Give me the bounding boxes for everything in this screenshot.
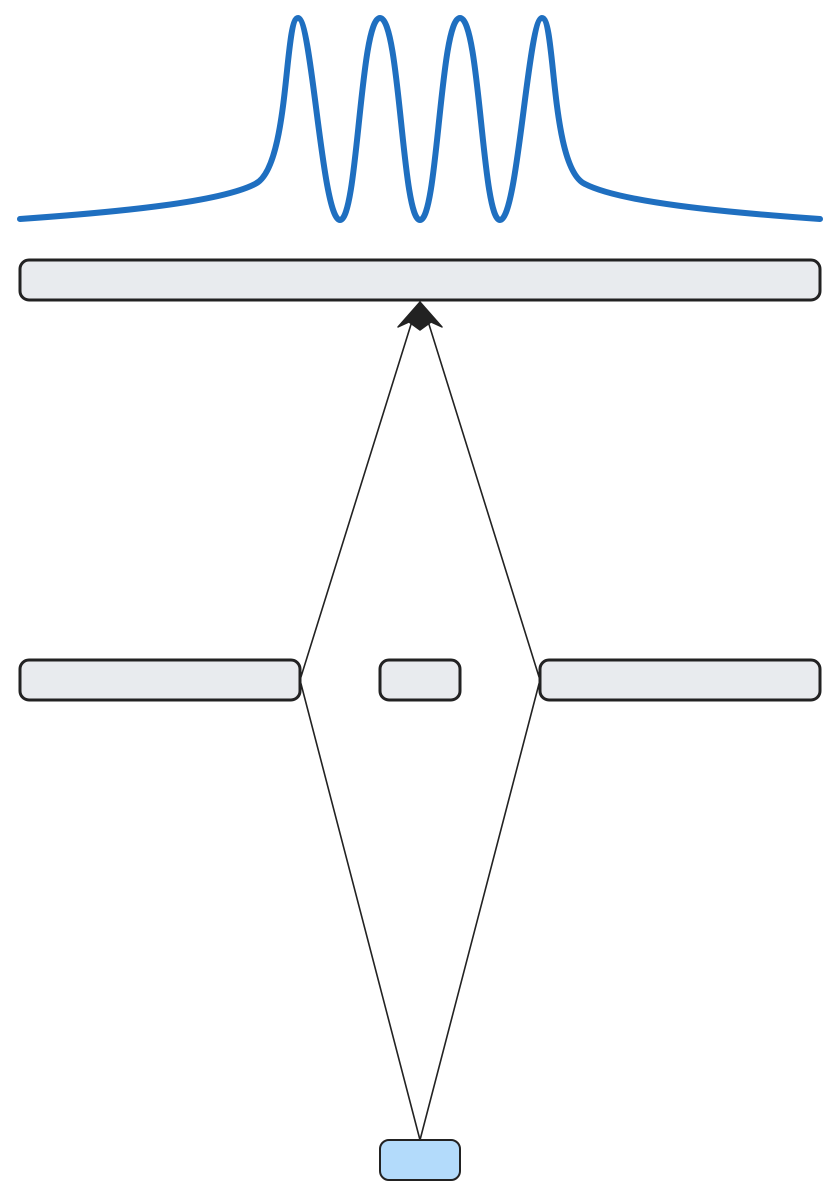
barrier-right-segment (538, 658, 822, 702)
barrier-center-segment (378, 658, 462, 702)
light-source (379, 1139, 461, 1181)
ray-right-path (419, 317, 541, 1141)
detection-screen (18, 258, 822, 302)
intensity-pattern-curve (17, 15, 823, 223)
ray-paths (299, 317, 541, 1141)
barrier-left-segment (18, 658, 302, 702)
arrowhead-icon (397, 301, 443, 331)
ray-left-path (299, 317, 421, 1141)
